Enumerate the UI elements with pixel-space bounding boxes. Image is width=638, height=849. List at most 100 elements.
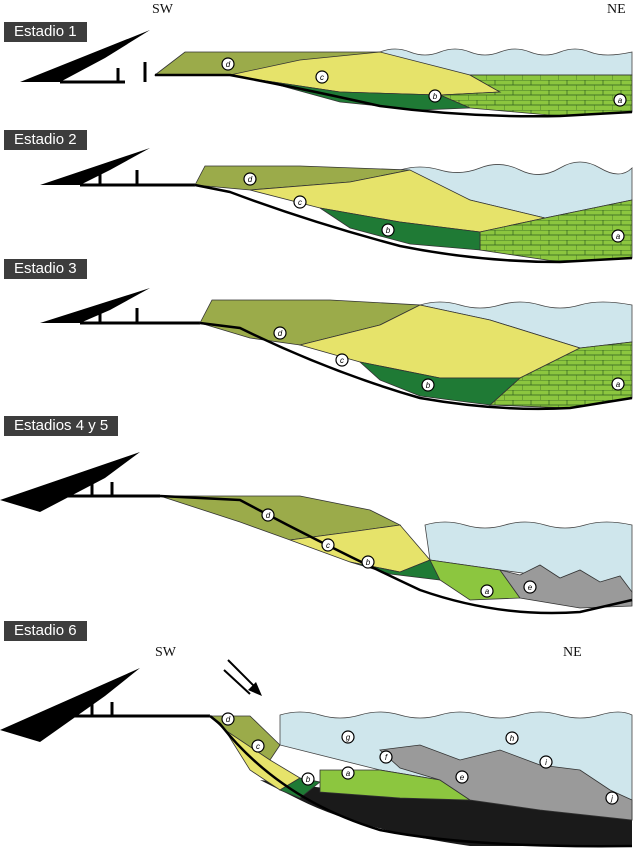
unit-label-text: d [248, 175, 253, 184]
unit-label-c: c [315, 70, 329, 84]
stage-label-1: Estadio 1 [4, 22, 87, 42]
unit-label-text: b [426, 381, 431, 390]
unit-label-text: a [485, 587, 490, 596]
unit-label-circle [613, 93, 627, 107]
dark-green-unit [358, 361, 522, 406]
unit-label-a: a [611, 229, 625, 243]
unit-label-circle [480, 584, 494, 598]
unit-label-circle [505, 731, 519, 745]
unit-label-circle [455, 770, 469, 784]
fault-arrow-icon [0, 452, 160, 512]
unit-label-b: b [361, 555, 375, 569]
unit-label-a: a [611, 377, 625, 391]
unit-label-text: c [326, 541, 330, 550]
stage-label-4-5: Estadios 4 y 5 [4, 416, 119, 436]
basal-profile [199, 321, 633, 411]
stage-label-6: Estadio 6 [4, 621, 87, 641]
unit-label-text: d [278, 329, 283, 338]
unit-label-text: a [616, 232, 621, 241]
unit-label-circle [221, 712, 235, 726]
stage-label-2: Estadio 2 [4, 130, 87, 150]
unit-label-b: b [381, 223, 395, 237]
unit-label-d: d [221, 712, 235, 726]
unit-label-i: i [539, 755, 553, 769]
unit-label-b: b [301, 772, 315, 786]
unit-label-a: a [341, 766, 355, 780]
unit-label-circle [421, 378, 435, 392]
unit-label-f: f [379, 750, 393, 764]
unit-label-circle [381, 223, 395, 237]
unit-label-b: b [428, 89, 442, 103]
unit-label-circle [321, 538, 335, 552]
unit-label-d: d [243, 172, 257, 186]
unit-label-circle [335, 353, 349, 367]
unit-label-text: e [460, 773, 465, 782]
unit-label-circle [611, 229, 625, 243]
unit-label-circle [221, 57, 235, 71]
unit-label-text: d [226, 715, 231, 724]
unit-label-text: g [346, 733, 351, 742]
unit-label-text: a [346, 769, 351, 778]
unit-label-circle [341, 730, 355, 744]
sea-water [398, 161, 633, 219]
unit-label-circle [539, 755, 553, 769]
compass-sw-stage6: SW [155, 645, 176, 660]
unit-label-circle [379, 750, 393, 764]
unit-label-text: d [226, 60, 231, 69]
unit-label-c: c [321, 538, 335, 552]
unit-label-c: c [251, 739, 265, 753]
unit-label-a: a [613, 93, 627, 107]
unit-label-text: b [433, 92, 438, 101]
stage-4-5-section [0, 452, 633, 615]
chaotic-grey-unit [379, 744, 633, 821]
dark-basement [260, 780, 632, 846]
unit-label-circle [273, 326, 287, 340]
unit-label-text: e [528, 583, 533, 592]
chaotic-grey-unit [499, 564, 633, 609]
fault-arrow-icon [20, 30, 150, 84]
unit-label-circle [301, 772, 315, 786]
dark-green-unit [319, 207, 481, 251]
unit-label-circle [605, 791, 619, 805]
unit-label-text: j [610, 794, 613, 803]
stage-label-3: Estadio 3 [4, 259, 87, 279]
fault-arrow-icon [0, 668, 210, 742]
unit-label-text: c [340, 356, 344, 365]
compass-sw-top: SW [152, 2, 173, 17]
unit-labels: d c b a d c b a d c b a d c b a e d c b a e g f h i j [221, 57, 627, 805]
basal-profile [159, 494, 633, 615]
unit-label-b: b [421, 378, 435, 392]
unit-label-d: d [221, 57, 235, 71]
unit-label-circle [523, 580, 537, 594]
unit-label-g: g [341, 730, 355, 744]
fault-arrow-icon [40, 288, 200, 325]
unit-label-c: c [335, 353, 349, 367]
unit-label-text: b [306, 775, 311, 784]
unit-label-circle [428, 89, 442, 103]
unit-label-text: c [320, 73, 324, 82]
unit-label-circle [341, 766, 355, 780]
unit-label-text: b [366, 558, 371, 567]
slip-arrow-icon [223, 659, 262, 696]
unit-label-text: c [298, 198, 302, 207]
unit-label-circle [611, 377, 625, 391]
light-green-platform [429, 559, 521, 601]
unit-label-circle [261, 508, 275, 522]
basal-profile [194, 183, 633, 264]
unit-label-circle [293, 195, 307, 209]
unit-label-text: i [545, 758, 547, 767]
stage-1-section [20, 30, 633, 118]
basal-profile [209, 715, 633, 848]
unit-label-c: c [293, 195, 307, 209]
unit-label-e: e [523, 580, 537, 594]
unit-label-d: d [261, 508, 275, 522]
unit-label-j: j [605, 791, 619, 805]
unit-label-circle [315, 70, 329, 84]
unit-label-text: a [618, 96, 623, 105]
unit-label-text: f [385, 753, 388, 762]
unit-label-circle [243, 172, 257, 186]
stage-6-section [0, 659, 633, 848]
unit-label-text: h [510, 734, 515, 743]
unit-label-circle [251, 739, 265, 753]
